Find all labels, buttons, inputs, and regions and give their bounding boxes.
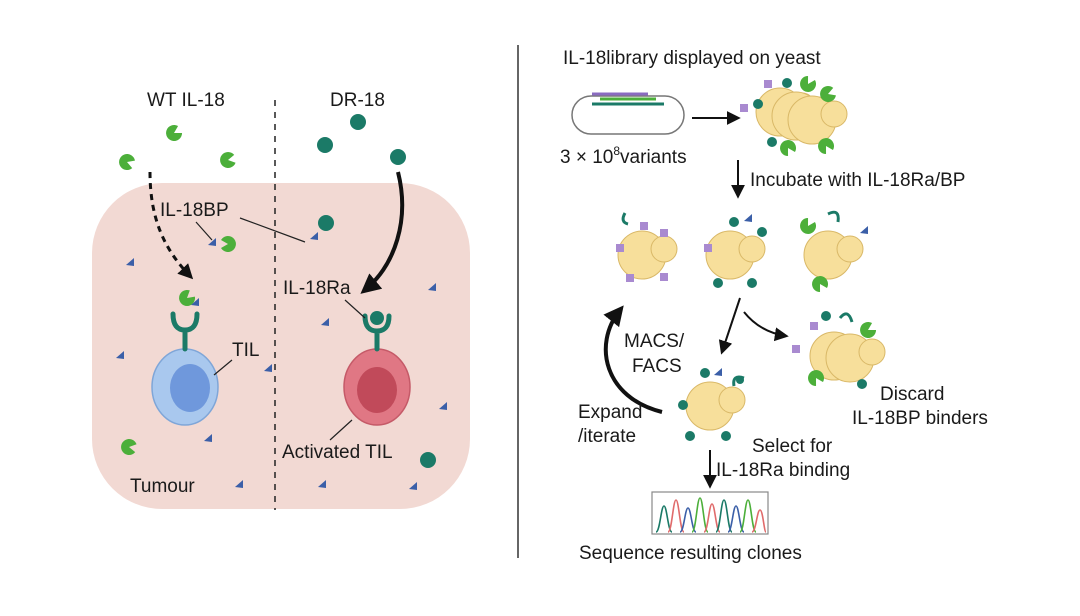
dr18-molecule [420, 452, 436, 468]
dr18-molecule [370, 311, 384, 325]
yeast-library-cluster [740, 73, 848, 159]
sequence-label: Sequence resulting clones [579, 543, 802, 564]
right-panel: IL-18library displayed on yeast 3 × 108v… [560, 48, 988, 564]
wt-il18-label: WT IL-18 [147, 90, 225, 111]
wt-il18-molecule [116, 151, 137, 172]
library-label: IL-18library displayed on yeast [563, 48, 821, 69]
til-receptor [170, 311, 200, 352]
til-leader [213, 359, 233, 376]
wt-il18-molecule [163, 122, 185, 144]
facs-label: FACS [632, 356, 682, 377]
yeast-discard-cluster [792, 311, 886, 389]
dr18-molecule [390, 149, 406, 165]
il18bp-leader [195, 221, 213, 241]
yeast-mixed [704, 214, 767, 288]
dr18-molecule [350, 114, 366, 130]
yeast-selected [678, 368, 746, 441]
select-label-line1: Select for [752, 436, 833, 457]
wt-il18-molecule [218, 150, 237, 170]
yeast-bp-bound-2 [797, 210, 868, 295]
select-label-line2: IL-18Ra binding [716, 460, 850, 481]
expand-iterate-arrow [603, 305, 663, 414]
til-label: TIL [232, 340, 259, 361]
activated-til-leader [329, 419, 353, 441]
variants-label: 3 × 108variants [560, 144, 687, 168]
sequencing-chromatogram [651, 491, 769, 535]
dr18-label: DR-18 [330, 90, 385, 111]
library-plasmid [571, 92, 685, 135]
activated-receptor [362, 313, 392, 352]
il18bp-label: IL-18BP [160, 200, 229, 221]
il18ra-leader [344, 299, 366, 319]
incubate-label: Incubate with IL-18Ra/BP [750, 170, 965, 191]
discard-label-line2: IL-18BP binders [852, 408, 988, 429]
dr18-binding-arrow [360, 171, 405, 294]
dr18-molecule [318, 215, 334, 231]
tumour-region [92, 183, 470, 509]
til-cell [151, 287, 219, 426]
iterate-label: /iterate [578, 426, 636, 447]
activated-til-cell [343, 311, 411, 426]
il18bp-leader [239, 217, 306, 243]
tumour-label: Tumour [130, 476, 195, 497]
discard-label-line1: Discard [880, 384, 944, 405]
il18ra-label: IL-18Ra [283, 278, 351, 299]
select-branch-arrow [718, 297, 741, 355]
macs-label: MACS/ [624, 331, 685, 352]
wt-binding-arrow [148, 171, 194, 280]
activated-til-label: Activated TIL [282, 442, 393, 463]
left-panel: WT IL-18 DR-18 IL-18BP [92, 90, 470, 510]
discard-branch-arrow [743, 311, 789, 342]
dr18-molecule [317, 137, 333, 153]
expand-label: Expand [578, 402, 642, 423]
yeast-bp-bound [616, 212, 678, 282]
